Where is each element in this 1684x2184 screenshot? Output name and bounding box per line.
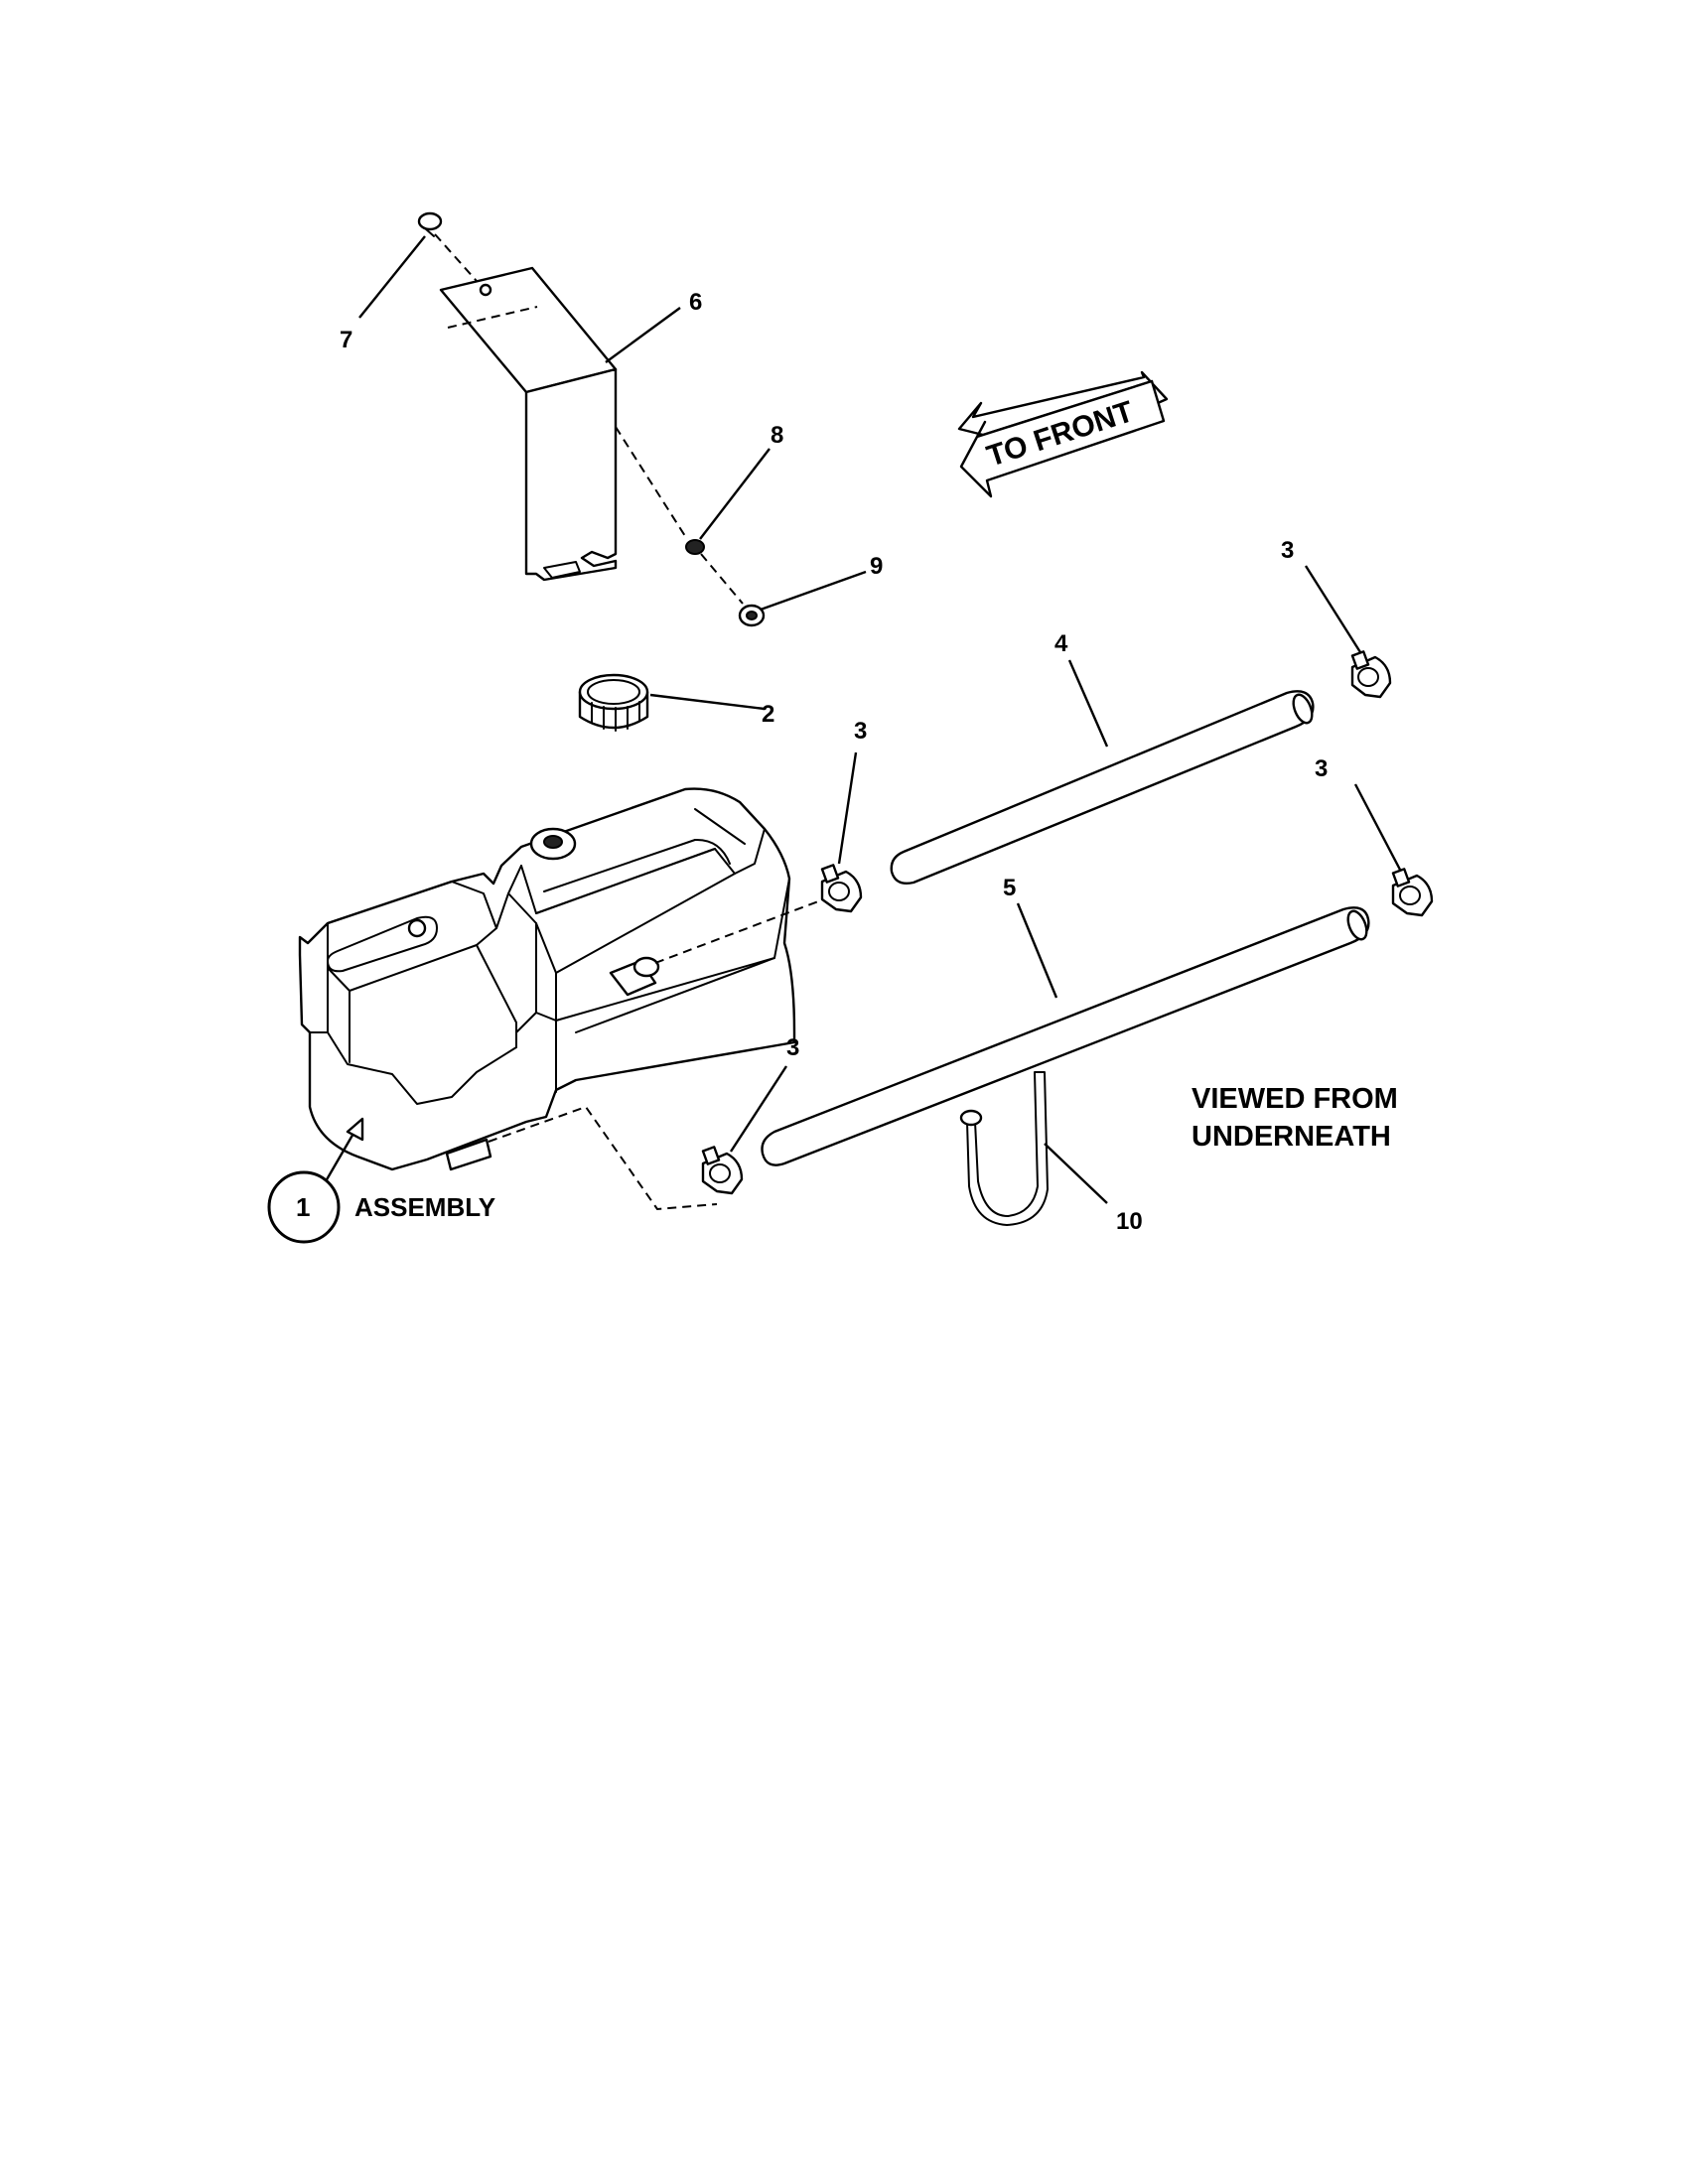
part-3-clamp-lower-right <box>1391 868 1434 917</box>
part-3-clamp-lower-left <box>701 1146 744 1195</box>
part-1-fuel-tank <box>298 787 796 1171</box>
callout-3-lower-left: 3 <box>786 1034 799 1061</box>
callout-3-lower-right: 3 <box>1315 755 1328 782</box>
callout-4: 4 <box>1054 630 1068 657</box>
callout-7: 7 <box>340 327 352 353</box>
bracket-alignment-line <box>615 426 686 537</box>
assembly-callout: 1 ASSEMBLY <box>267 1170 495 1244</box>
view-note: VIEWED FROM UNDERNEATH <box>1192 1083 1398 1153</box>
view-note-line-2: UNDERNEATH <box>1192 1121 1391 1153</box>
part-3-clamp-tank-fitting <box>820 864 863 913</box>
part-2-fuel-cap <box>578 673 649 732</box>
callout-1: 1 <box>296 1192 310 1222</box>
fitting-alignment-line <box>654 894 835 964</box>
part-9-nut <box>738 604 766 627</box>
callout-5: 5 <box>1003 875 1016 901</box>
view-note-line-1: VIEWED FROM <box>1192 1083 1398 1115</box>
callout-3-upper-right: 3 <box>1281 537 1294 564</box>
callout-numbers: 7 6 8 9 2 3 3 4 3 5 3 10 <box>340 289 1328 1235</box>
callout-10: 10 <box>1116 1208 1143 1235</box>
callout-3-tank-fitting: 3 <box>854 718 867 745</box>
to-front-arrow: TO FRONT <box>957 370 1169 498</box>
part-6-bracket <box>439 266 618 582</box>
callout-9: 9 <box>870 553 883 580</box>
part-3-clamp-upper-right <box>1350 650 1392 699</box>
part-8-washer <box>685 539 705 555</box>
callout-2: 2 <box>762 701 774 728</box>
callout-8: 8 <box>771 422 783 449</box>
part-4-fuel-hose <box>890 690 1315 886</box>
callout-leaders <box>324 235 1402 1204</box>
part-7-screw <box>417 211 443 237</box>
callout-6: 6 <box>689 289 702 316</box>
part-5-fuel-hose <box>761 906 1370 1166</box>
part-10-tie-strap <box>959 1071 1049 1226</box>
assembly-label: ASSEMBLY <box>354 1192 495 1222</box>
outlet-alignment-line <box>488 1105 718 1211</box>
